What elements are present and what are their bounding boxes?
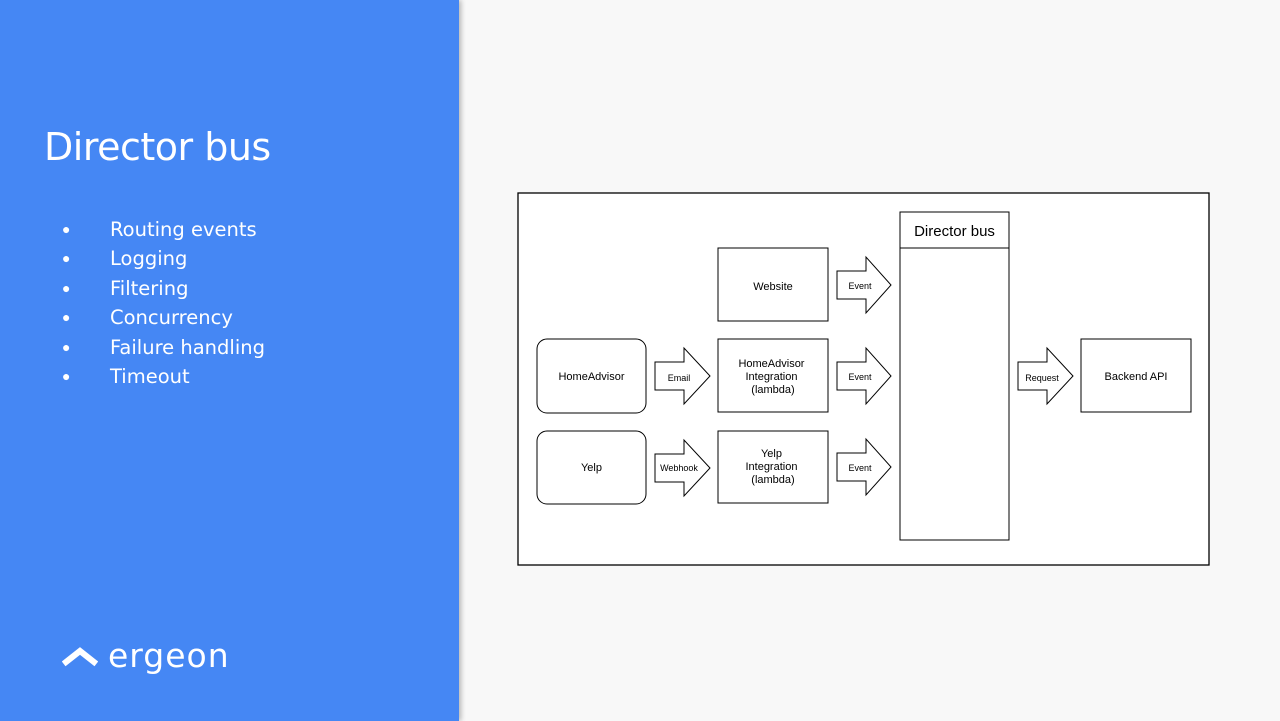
event-arrow-website-label: Event xyxy=(848,281,872,291)
bullet-dot-icon: ● xyxy=(62,279,71,296)
bullet-item: ● Timeout xyxy=(60,362,265,391)
diagram-svg: HomeAdvisor Yelp Email Webhook Website H… xyxy=(517,192,1210,566)
email-arrow-label: Email xyxy=(668,373,691,383)
request-arrow-label: Request xyxy=(1025,373,1059,383)
source-yelp-box xyxy=(536,430,647,505)
bullet-item: ● Logging xyxy=(60,244,265,273)
bullet-item: ● Concurrency xyxy=(60,303,265,332)
bullet-dot-icon: ● xyxy=(62,221,71,237)
website-label-line: Website xyxy=(753,281,793,293)
bullet-dot-icon: ● xyxy=(62,250,71,267)
bullet-dot-icon: ● xyxy=(62,338,71,355)
bullet-item: ● Filtering xyxy=(60,274,265,303)
bullet-text: Failure handling xyxy=(110,335,265,359)
bullet-dot-icon: ● xyxy=(62,367,71,384)
source-homeadvisor-label: HomeAdvisor xyxy=(558,371,624,383)
roof-chevron-icon xyxy=(62,647,98,667)
request-arrow xyxy=(1017,346,1074,406)
webhook-arrow xyxy=(654,438,711,498)
yelp-integration-line: (lambda) xyxy=(751,474,794,486)
bullet-text: Logging xyxy=(110,247,188,271)
bullet-text: Concurrency xyxy=(110,306,233,330)
event-arrow-homeadvisor-label: Event xyxy=(848,372,872,382)
website-box xyxy=(717,247,829,322)
backend-api-label: Backend API xyxy=(1105,371,1168,383)
yelp-integration-line: Yelp xyxy=(761,448,782,460)
logo-text: ergeon xyxy=(108,636,230,675)
bullet-list: ● Routing events ● Logging ● Filtering ● Con… xyxy=(60,215,265,391)
backend-api-box xyxy=(1080,338,1192,413)
ergeon-logo: ergeon xyxy=(62,636,230,676)
director-bus-title: Director bus xyxy=(914,223,995,240)
director-bus-box xyxy=(899,211,1010,541)
yelp-integration-box xyxy=(717,430,829,504)
bullet-text: Filtering xyxy=(110,276,189,300)
bullet-item: ● Failure handling xyxy=(60,333,265,362)
bullet-item: ● Routing events xyxy=(60,215,265,244)
homeadvisor-integration-line: HomeAdvisor xyxy=(738,358,804,370)
homeadvisor-integration-line: (lambda) xyxy=(751,384,794,396)
yelp-integration-line: Integration xyxy=(745,461,797,473)
bullet-text: Routing events xyxy=(110,218,257,241)
event-arrow-yelp-label: Event xyxy=(848,463,872,473)
event-arrow-website xyxy=(836,255,892,315)
left-panel: Director bus ● Routing events ● Logging ● F… xyxy=(0,0,459,721)
yelp-integration-label: Yelp Integration (lambda) xyxy=(745,448,800,486)
email-arrow xyxy=(654,346,711,406)
source-homeadvisor-box xyxy=(536,338,647,414)
event-arrow-yelp xyxy=(836,437,892,497)
homeadvisor-integration-box xyxy=(717,338,829,413)
source-yelp-label: Yelp xyxy=(581,462,602,474)
bullet-text: Timeout xyxy=(110,364,190,388)
webhook-arrow-label: Webhook xyxy=(660,463,698,473)
bullet-dot-icon: ● xyxy=(62,309,71,326)
homeadvisor-integration-label: HomeAdvisor Integration (lambda) xyxy=(738,358,807,396)
event-arrow-homeadvisor xyxy=(836,346,892,406)
homeadvisor-integration-line: Integration xyxy=(745,371,797,383)
website-label: Website xyxy=(753,281,793,293)
architecture-diagram: HomeAdvisor Yelp Email Webhook Website H… xyxy=(517,192,1210,566)
slide-title: Director bus xyxy=(44,125,271,169)
